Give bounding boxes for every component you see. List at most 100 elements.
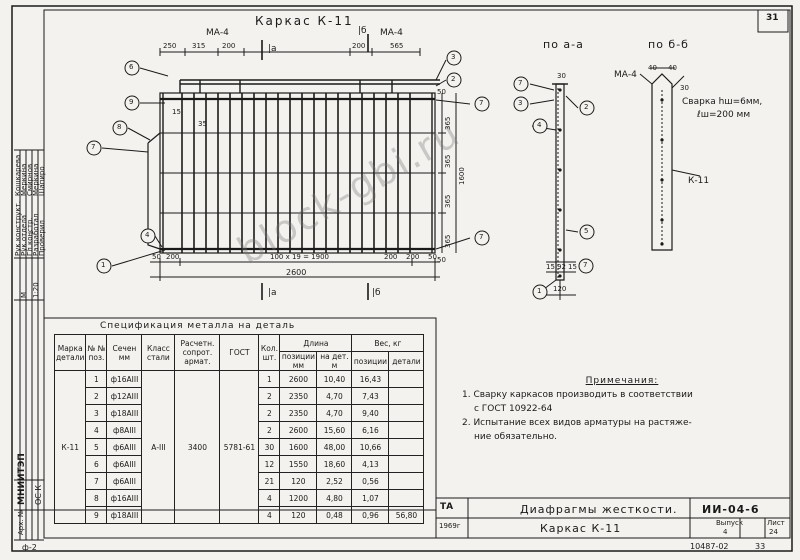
spec-cell: ф16АIII [106, 370, 143, 388]
spec-cell: 4 [258, 489, 281, 507]
spec-cell: 18,60 [316, 455, 353, 473]
spec-cell: ф18АIII [106, 506, 143, 524]
page-number: 31 [766, 13, 779, 23]
role: Проверил [38, 220, 46, 256]
spec-cell: 9,40 [351, 404, 390, 422]
title-name-1: Диафрагмы жесткости. [520, 503, 678, 516]
spec-cell: 1200 [279, 489, 318, 507]
spec-cell: ф16АIII [106, 489, 143, 507]
dim-side: 50 [437, 256, 446, 264]
spec-header: Кол. шт. [258, 334, 281, 371]
cut-b-top: |б [358, 26, 367, 36]
marker-label: 5 [584, 227, 589, 235]
spec-cell: 2600 [279, 370, 318, 388]
cut-a-top: |а [268, 44, 277, 54]
spec-cell: 48,00 [316, 438, 353, 456]
spec-cell: К-11 [53, 370, 87, 524]
marker-label: 7 [518, 79, 523, 87]
marker-label: 7 [479, 233, 484, 241]
marker-label: 7 [479, 99, 484, 107]
dim-sec-b-side: 30 [680, 84, 689, 92]
dim-bottom: 200 [406, 253, 420, 261]
spec-cell: 2 [258, 421, 281, 439]
callout-ma4-section: МА-4 [614, 70, 637, 80]
spec-cell: 12 [258, 455, 281, 473]
spec-cell: 0,56 [351, 472, 390, 490]
marker-label: 9 [129, 98, 134, 106]
spec-cell: ф12АIII [106, 387, 143, 405]
spec-cell-empty [388, 455, 425, 473]
spec-cell-empty [388, 387, 425, 405]
marker-label: 3 [518, 99, 523, 107]
marker-label: 2 [584, 103, 589, 111]
dept-name: ОС К [34, 484, 43, 505]
dim-top: 565 [390, 42, 404, 50]
dim-right: 365 [444, 116, 452, 130]
title-name-2: Каркас К-11 [540, 522, 622, 535]
dim-sec-a-top: 30 [557, 72, 566, 80]
spec-cell: 1600 [279, 438, 318, 456]
dim-top: 315 [192, 42, 206, 50]
spec-cell: 5 [85, 438, 108, 456]
spec-header: Марка детали [53, 334, 87, 371]
note-2b: ние обязательно. [474, 432, 557, 442]
spec-cell: ф8АIII [106, 421, 143, 439]
sheet-value: 24 [769, 528, 778, 536]
spec-header: Сечен мм [106, 334, 143, 371]
dim-sec-b: 40 [648, 64, 657, 72]
section-b-title: по б-б [648, 38, 689, 51]
spec-cell: ф18АIII [106, 404, 143, 422]
spec-cell: 4 [258, 506, 281, 524]
spec-cell: 2,52 [316, 472, 353, 490]
spec-cell: 3 [85, 404, 108, 422]
spec-header: № № поз. [85, 334, 108, 371]
spec-header: на дет. м [316, 351, 353, 371]
arch-label: Арх. № [17, 509, 25, 535]
dim-top: 200 [222, 42, 236, 50]
org-name: МНИИТЭП [17, 453, 27, 505]
dim-bottom-mid: 100 х 19 = 1900 [270, 253, 329, 261]
marker-label: 4 [537, 121, 542, 129]
spec-cell: 4,70 [316, 404, 353, 422]
spec-cell: 0,48 [316, 506, 353, 524]
spec-cell: 6,16 [351, 421, 390, 439]
section-a-title: по а-а [543, 38, 584, 51]
note-2a: 2. Испытание всех видов арматуры на раст… [462, 418, 692, 428]
dim-right: 365 [444, 154, 452, 168]
spec-table: Марка детали № № поз. Сечен мм Класс ста… [53, 334, 425, 524]
marker-label: 7 [91, 143, 96, 151]
spec-title: Спецификация металла на деталь [100, 321, 296, 331]
dim-total: 2600 [286, 268, 307, 277]
marker-label: 7 [583, 261, 588, 269]
spec-cell: 1 [85, 370, 108, 388]
dim-right: 365 [444, 194, 452, 208]
bottom-code: 10487-02 [690, 542, 729, 551]
note-1b: с ГОСТ 10922-64 [474, 404, 553, 414]
spec-cell: 1,07 [351, 489, 390, 507]
weld-note-2: ℓш=200 мм [697, 110, 751, 120]
dim-sec-a: 15 [568, 263, 577, 271]
dim-bottom: 50 [428, 253, 437, 261]
marker-label: 1 [101, 261, 106, 269]
notes-heading: Примечания: [585, 376, 659, 386]
spec-cell: 9 [85, 506, 108, 524]
main-view-title: Каркас К-11 [255, 14, 354, 28]
spec-cell: 120 [279, 506, 318, 524]
cut-a-bottom: |а [268, 288, 277, 298]
scale-value: 1:20 [32, 282, 40, 298]
spec-cell: 5781-61 [219, 370, 260, 524]
marker-label: 4 [145, 231, 150, 239]
spec-cell: 2350 [279, 404, 318, 422]
sheet-label: Лист [767, 519, 785, 527]
spec-cell: 1550 [279, 455, 318, 473]
callout-ma4-right: МА-4 [380, 28, 403, 38]
dim-top: 200 [352, 42, 366, 50]
dim-left-small: 35 [198, 120, 207, 128]
person: Шапиро [38, 166, 46, 196]
